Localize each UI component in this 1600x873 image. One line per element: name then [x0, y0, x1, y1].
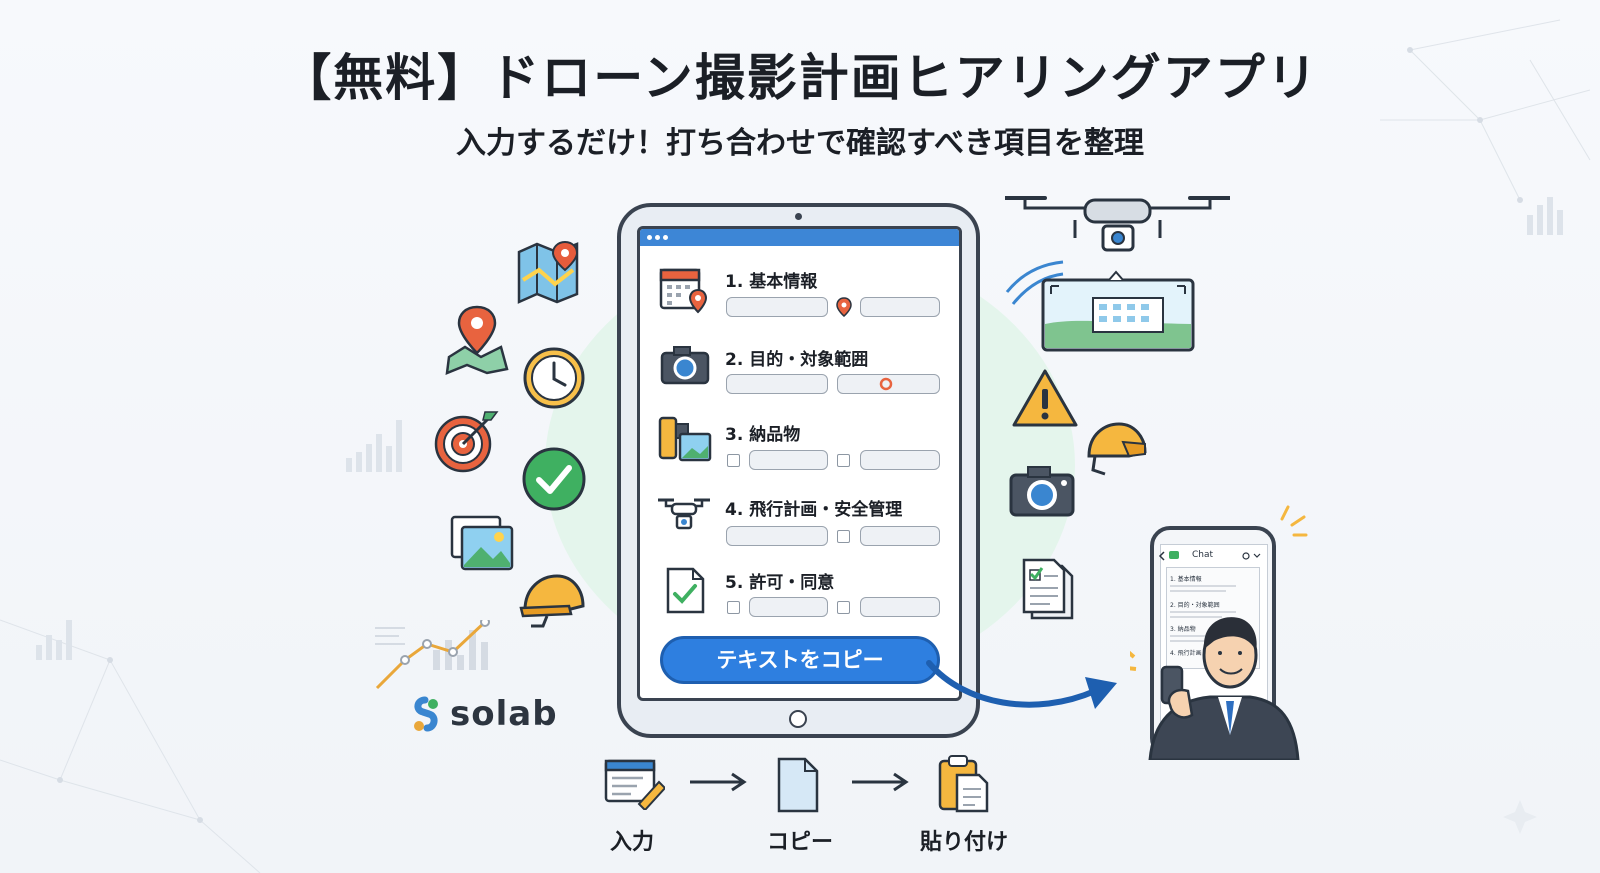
aerial-photo-icon — [1005, 260, 1195, 352]
solab-logo-icon — [414, 696, 438, 732]
section-2-field-a[interactable] — [726, 374, 828, 394]
page-title: 【無料】ドローン撮影計画ヒアリングアプリ — [281, 49, 1319, 107]
section-3-checkbox-a[interactable] — [727, 454, 740, 467]
chat-line-3: 3. 納品物 — [1170, 626, 1196, 633]
camera-icon — [660, 346, 710, 385]
section-5-label: 5. 許可・同意 — [725, 573, 835, 593]
clock-icon — [523, 347, 585, 409]
warning-icon — [1012, 369, 1078, 427]
section-4-field-a[interactable] — [726, 526, 828, 546]
copy-document-icon — [777, 757, 819, 813]
trend-chart-decoration — [375, 620, 490, 690]
chat-line-2: 2. 目的・対象範囲 — [1170, 602, 1220, 609]
section-1-field-b[interactable] — [860, 297, 940, 317]
film-photo-icon — [658, 416, 712, 462]
brand-name: solab — [450, 694, 558, 734]
chat-line-4: 4. 飛行計画・安全 — [1170, 650, 1220, 657]
chat-header-icons — [1158, 551, 1261, 561]
chat-label: Chat — [1192, 550, 1214, 560]
sparkle-lines-decoration — [1280, 505, 1308, 537]
section-4-checkbox[interactable] — [837, 530, 850, 543]
copy-arrow-icon — [926, 660, 1117, 709]
drone-camera-icon — [1005, 196, 1230, 252]
section-1-field-a[interactable] — [726, 297, 828, 317]
window-dot — [647, 235, 652, 240]
section-2-label: 2. 目的・対象範囲 — [725, 350, 869, 370]
flow-arrow-1 — [690, 772, 747, 792]
screen-title-bar — [640, 229, 959, 246]
section-5-checkbox-a[interactable] — [727, 601, 740, 614]
photos-icon — [450, 515, 514, 571]
flow-step-copy: コピー — [766, 830, 833, 855]
section-3-label: 3. 納品物 — [725, 425, 801, 445]
camera-right-icon — [1009, 466, 1075, 517]
check-circle-icon — [522, 447, 586, 511]
section-5-field-a[interactable] — [749, 597, 828, 617]
target-icon — [434, 411, 499, 473]
flow-step-paste: 貼り付け — [919, 830, 1008, 855]
section-5-checkbox-b[interactable] — [837, 601, 850, 614]
businessman-illustration — [1130, 617, 1300, 760]
section-4-field-b[interactable] — [860, 526, 940, 546]
helmet-icon — [519, 574, 585, 628]
window-dot — [663, 235, 668, 240]
section-2-field-b[interactable] — [837, 374, 940, 394]
section-1-label: 1. 基本情報 — [725, 272, 818, 292]
documents-icon — [1022, 558, 1074, 620]
flow-arrow-2 — [852, 772, 909, 792]
section-4-label: 4. 飛行計画・安全管理 — [725, 500, 903, 520]
chat-line-1: 1. 基本情報 — [1170, 576, 1202, 583]
drone-icon — [658, 498, 710, 530]
focus-icon — [879, 377, 893, 391]
chat-text-lines — [1170, 585, 1236, 642]
section-3-field-b[interactable] — [860, 450, 940, 470]
paste-clipboard-icon — [938, 755, 989, 813]
page-subtitle: 入力するだけ！打ち合わせで確認すべき項目を整理 — [456, 126, 1144, 161]
flow-step-input: 入力 — [609, 830, 654, 855]
copy-text-button[interactable]: テキストをコピー — [660, 636, 940, 684]
helmet-right-icon — [1087, 422, 1147, 476]
location-map-icon — [445, 305, 509, 375]
input-window-icon — [604, 759, 665, 810]
calendar-pin-icon — [659, 268, 708, 314]
tablet-camera — [795, 213, 802, 220]
map-pin-icon — [517, 240, 579, 304]
tablet-home-button — [789, 710, 807, 728]
section-3-field-a[interactable] — [749, 450, 828, 470]
pin-icon — [836, 297, 852, 317]
document-check-icon — [666, 567, 705, 614]
window-dot — [655, 235, 660, 240]
section-5-field-b[interactable] — [860, 597, 940, 617]
section-3-checkbox-b[interactable] — [837, 454, 850, 467]
